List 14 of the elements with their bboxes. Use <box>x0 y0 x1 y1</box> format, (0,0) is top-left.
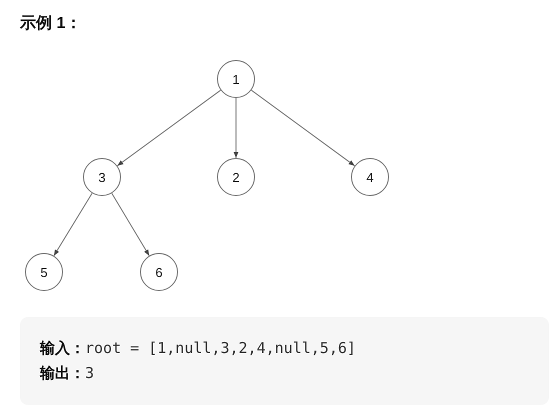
tree-node-circle: 4 <box>351 158 389 196</box>
tree-node-circle: 6 <box>140 253 178 291</box>
tree-node-circle: 1 <box>217 60 255 98</box>
arrow <box>111 192 150 256</box>
input-line: 输入：root = [1,null,3,2,4,null,5,6] <box>40 339 356 358</box>
heading: 示例 1： <box>20 14 82 34</box>
tree-node-circle: 2 <box>217 158 255 196</box>
arrow <box>53 192 93 256</box>
tree-node-circle: 3 <box>83 158 121 196</box>
arrow <box>234 98 238 158</box>
output-line: 输出：3 <box>40 364 94 383</box>
arrow <box>250 90 356 166</box>
arrow <box>116 90 222 166</box>
tree-node-circle: 5 <box>25 253 63 291</box>
